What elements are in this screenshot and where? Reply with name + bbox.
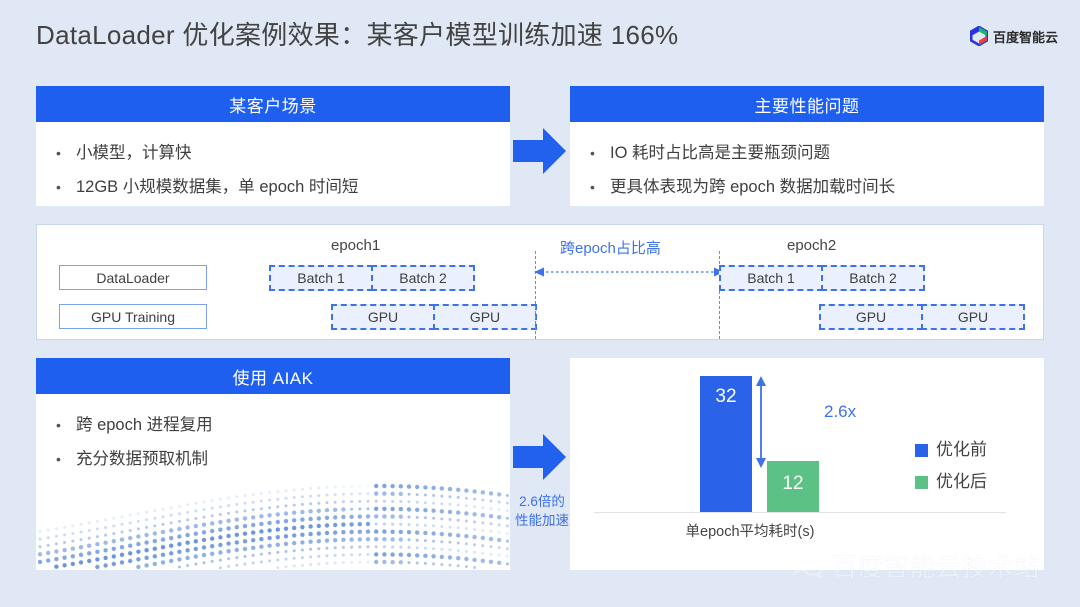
decorative-dot-wave [37, 483, 509, 570]
timeline-epoch1-batch-2: Batch 2 [371, 265, 475, 291]
bullet-icon: • [590, 179, 595, 195]
list-item: • IO 耗时占比高是主要瓶颈问题 [590, 136, 1044, 170]
list-item: • 12GB 小规模数据集，单 epoch 时间短 [56, 170, 510, 204]
list-item: • 小模型，计算快 [56, 136, 510, 170]
list-item-label: 充分数据预取机制 [76, 450, 208, 468]
arrow-caption-line1: 2.6倍的 [519, 494, 565, 509]
chart-legend: 优化前 优化后 [915, 434, 987, 498]
timeline-guide-left [535, 251, 536, 339]
timeline-epoch2-gpu-1: GPU [819, 304, 923, 330]
legend-label-before: 优化前 [936, 440, 987, 459]
timeline-epoch2-gpu-2: GPU [921, 304, 1025, 330]
brand-logo: 百度智能云 [969, 26, 1058, 46]
timeline-inner: epoch1 epoch2 DataLoader GPU Training Ba… [37, 225, 1045, 339]
aiak-card-body: • 跨 epoch 进程复用 • 充分数据预取机制 [36, 394, 510, 476]
timeline-diagram: epoch1 epoch2 DataLoader GPU Training Ba… [36, 224, 1044, 340]
list-item-label: 更具体表现为跨 epoch 数据加载时间长 [610, 178, 896, 196]
arrow-caption: 2.6倍的 性能加速 [504, 492, 580, 530]
list-item: • 充分数据预取机制 [56, 442, 510, 476]
watermark: 百度智能云技术站 [790, 548, 1040, 584]
timeline-epoch2-batch-2: Batch 2 [821, 265, 925, 291]
aiak-card-title: 使用 AIAK [36, 358, 510, 394]
epoch2-label: epoch2 [787, 237, 837, 254]
bar-before-value: 32 [715, 386, 737, 407]
list-item-label: 小模型，计算快 [76, 144, 192, 162]
scenario-card: 某客户场景 • 小模型，计算快 • 12GB 小规模数据集，单 epoch 时间… [36, 86, 510, 206]
page-title: DataLoader 优化案例效果：某客户模型训练加速 166% [36, 20, 679, 50]
bar-before: 32 [700, 376, 752, 512]
bullet-icon: • [56, 417, 61, 433]
chart-baseline [594, 512, 1006, 513]
aiak-card: 使用 AIAK • 跨 epoch 进程复用 • 充分数据预取机制 [36, 358, 510, 570]
bar-after-value: 12 [782, 473, 804, 494]
bar-after: 12 [767, 461, 819, 512]
bullet-icon: • [56, 451, 61, 467]
timeline-epoch1-gpu-2: GPU [433, 304, 537, 330]
legend-swatch-after-icon [915, 475, 928, 489]
chart-plot-area: 32 12 2.6x 单epoch平均耗时(s) 优化前 [570, 358, 1044, 570]
scenario-card-body: • 小模型，计算快 • 12GB 小规模数据集，单 epoch 时间短 [36, 122, 510, 204]
speedup-arrow-icon [756, 376, 766, 468]
watermark-label: 百度智能云技术站 [832, 554, 1041, 582]
chart-x-axis-label: 单epoch平均耗时(s) [685, 524, 815, 540]
wechat-icon [790, 550, 824, 583]
epoch1-label: epoch1 [331, 237, 381, 254]
list-item-label: 跨 epoch 进程复用 [76, 416, 213, 434]
problem-card-body: • IO 耗时占比高是主要瓶颈问题 • 更具体表现为跨 epoch 数据加载时间… [570, 122, 1044, 204]
timeline-guide-right [719, 251, 720, 339]
baidu-cloud-hexagon-icon [969, 26, 988, 46]
problem-card-title: 主要性能问题 [570, 86, 1044, 122]
timeline-epoch1-gpu-1: GPU [331, 304, 435, 330]
list-item-label: 12GB 小规模数据集，单 epoch 时间短 [76, 178, 359, 196]
timeline-row-label-gpu-training: GPU Training [59, 304, 207, 329]
legend-item-before: 优化前 [915, 434, 987, 466]
list-item: • 跨 epoch 进程复用 [56, 408, 510, 442]
timeline-gap-arrow-icon [534, 267, 724, 277]
list-item-label: IO 耗时占比高是主要瓶颈问题 [610, 144, 831, 162]
bullet-icon: • [56, 145, 61, 161]
legend-label-after: 优化后 [936, 472, 987, 491]
timeline-row-label-dataloader: DataLoader [59, 265, 207, 290]
legend-swatch-before-icon [915, 443, 928, 457]
brand-label: 百度智能云 [992, 29, 1058, 45]
legend-item-after: 优化后 [915, 466, 987, 498]
problem-card: 主要性能问题 • IO 耗时占比高是主要瓶颈问题 • 更具体表现为跨 epoch… [570, 86, 1044, 206]
scenario-card-title: 某客户场景 [36, 86, 510, 122]
bullet-icon: • [590, 145, 595, 161]
results-bar-chart: 32 12 2.6x 单epoch平均耗时(s) 优化前 [570, 358, 1044, 570]
arrow-caption-line2: 性能加速 [515, 513, 569, 528]
timeline-epoch1-batch-1: Batch 1 [269, 265, 373, 291]
bullet-icon: • [56, 179, 61, 195]
timeline-gap-label: 跨epoch占比高 [560, 240, 661, 257]
speedup-annotation: 2.6x [824, 402, 857, 421]
timeline-epoch2-batch-1: Batch 1 [719, 265, 823, 291]
list-item: • 更具体表现为跨 epoch 数据加载时间长 [590, 170, 1044, 204]
